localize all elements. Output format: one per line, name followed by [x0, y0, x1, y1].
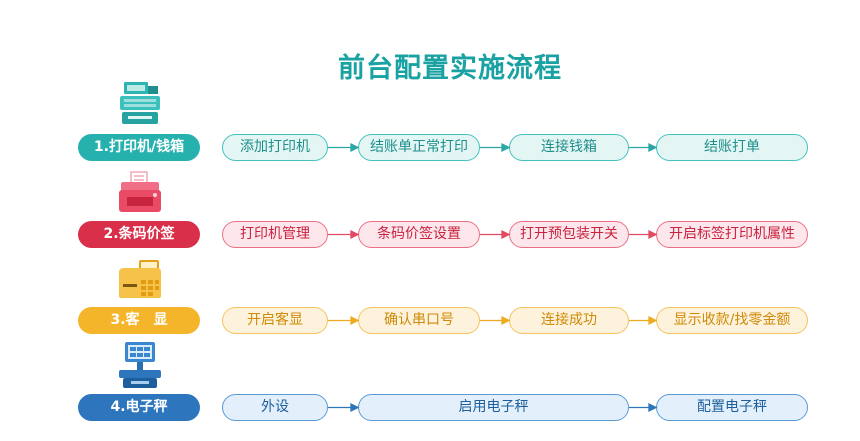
step-printer-management: 打印机管理	[222, 221, 328, 248]
step-enable-display: 开启客显	[222, 307, 328, 334]
receipt-printer-icon	[120, 82, 160, 124]
arrowhead	[648, 315, 658, 326]
step-peripherals: 外设	[222, 394, 328, 421]
page-title: 前台配置实施流程	[338, 53, 562, 84]
label-printer-icon	[119, 171, 161, 212]
step-connect-cashbox: 连接钱箱	[509, 134, 629, 161]
arrowhead	[350, 229, 360, 240]
step-configure-scale: 配置电子秤	[656, 394, 808, 421]
electronic-scale-icon	[119, 342, 161, 388]
step-connection-success: 连接成功	[509, 307, 629, 334]
arrowhead	[648, 229, 658, 240]
customer-display-icon	[119, 260, 161, 298]
step-label-printer-properties: 开启标签打印机属性	[656, 221, 808, 248]
arrowhead	[350, 315, 360, 326]
arrowhead	[501, 142, 511, 153]
arrowhead	[350, 402, 360, 413]
step-checkout-print: 结账打单	[656, 134, 808, 161]
arrowhead	[648, 142, 658, 153]
step-confirm-serial-port: 确认串口号	[358, 307, 480, 334]
category-printer-cashbox: 1.打印机/钱箱	[78, 134, 200, 161]
arrowhead	[648, 402, 658, 413]
category-customer-display: 3.客 显	[78, 307, 200, 334]
step-enable-scale: 启用电子秤	[358, 394, 629, 421]
step-receipt-print: 结账单正常打印	[358, 134, 480, 161]
step-add-printer: 添加打印机	[222, 134, 328, 161]
arrowhead	[350, 142, 360, 153]
arrowhead	[501, 229, 511, 240]
category-barcode-label: 2.条码价签	[78, 221, 200, 248]
step-show-amounts: 显示收款/找零金额	[656, 307, 808, 334]
category-electronic-scale: 4.电子秤	[78, 394, 200, 421]
arrowhead	[501, 315, 511, 326]
step-barcode-label-settings: 条码价签设置	[358, 221, 480, 248]
